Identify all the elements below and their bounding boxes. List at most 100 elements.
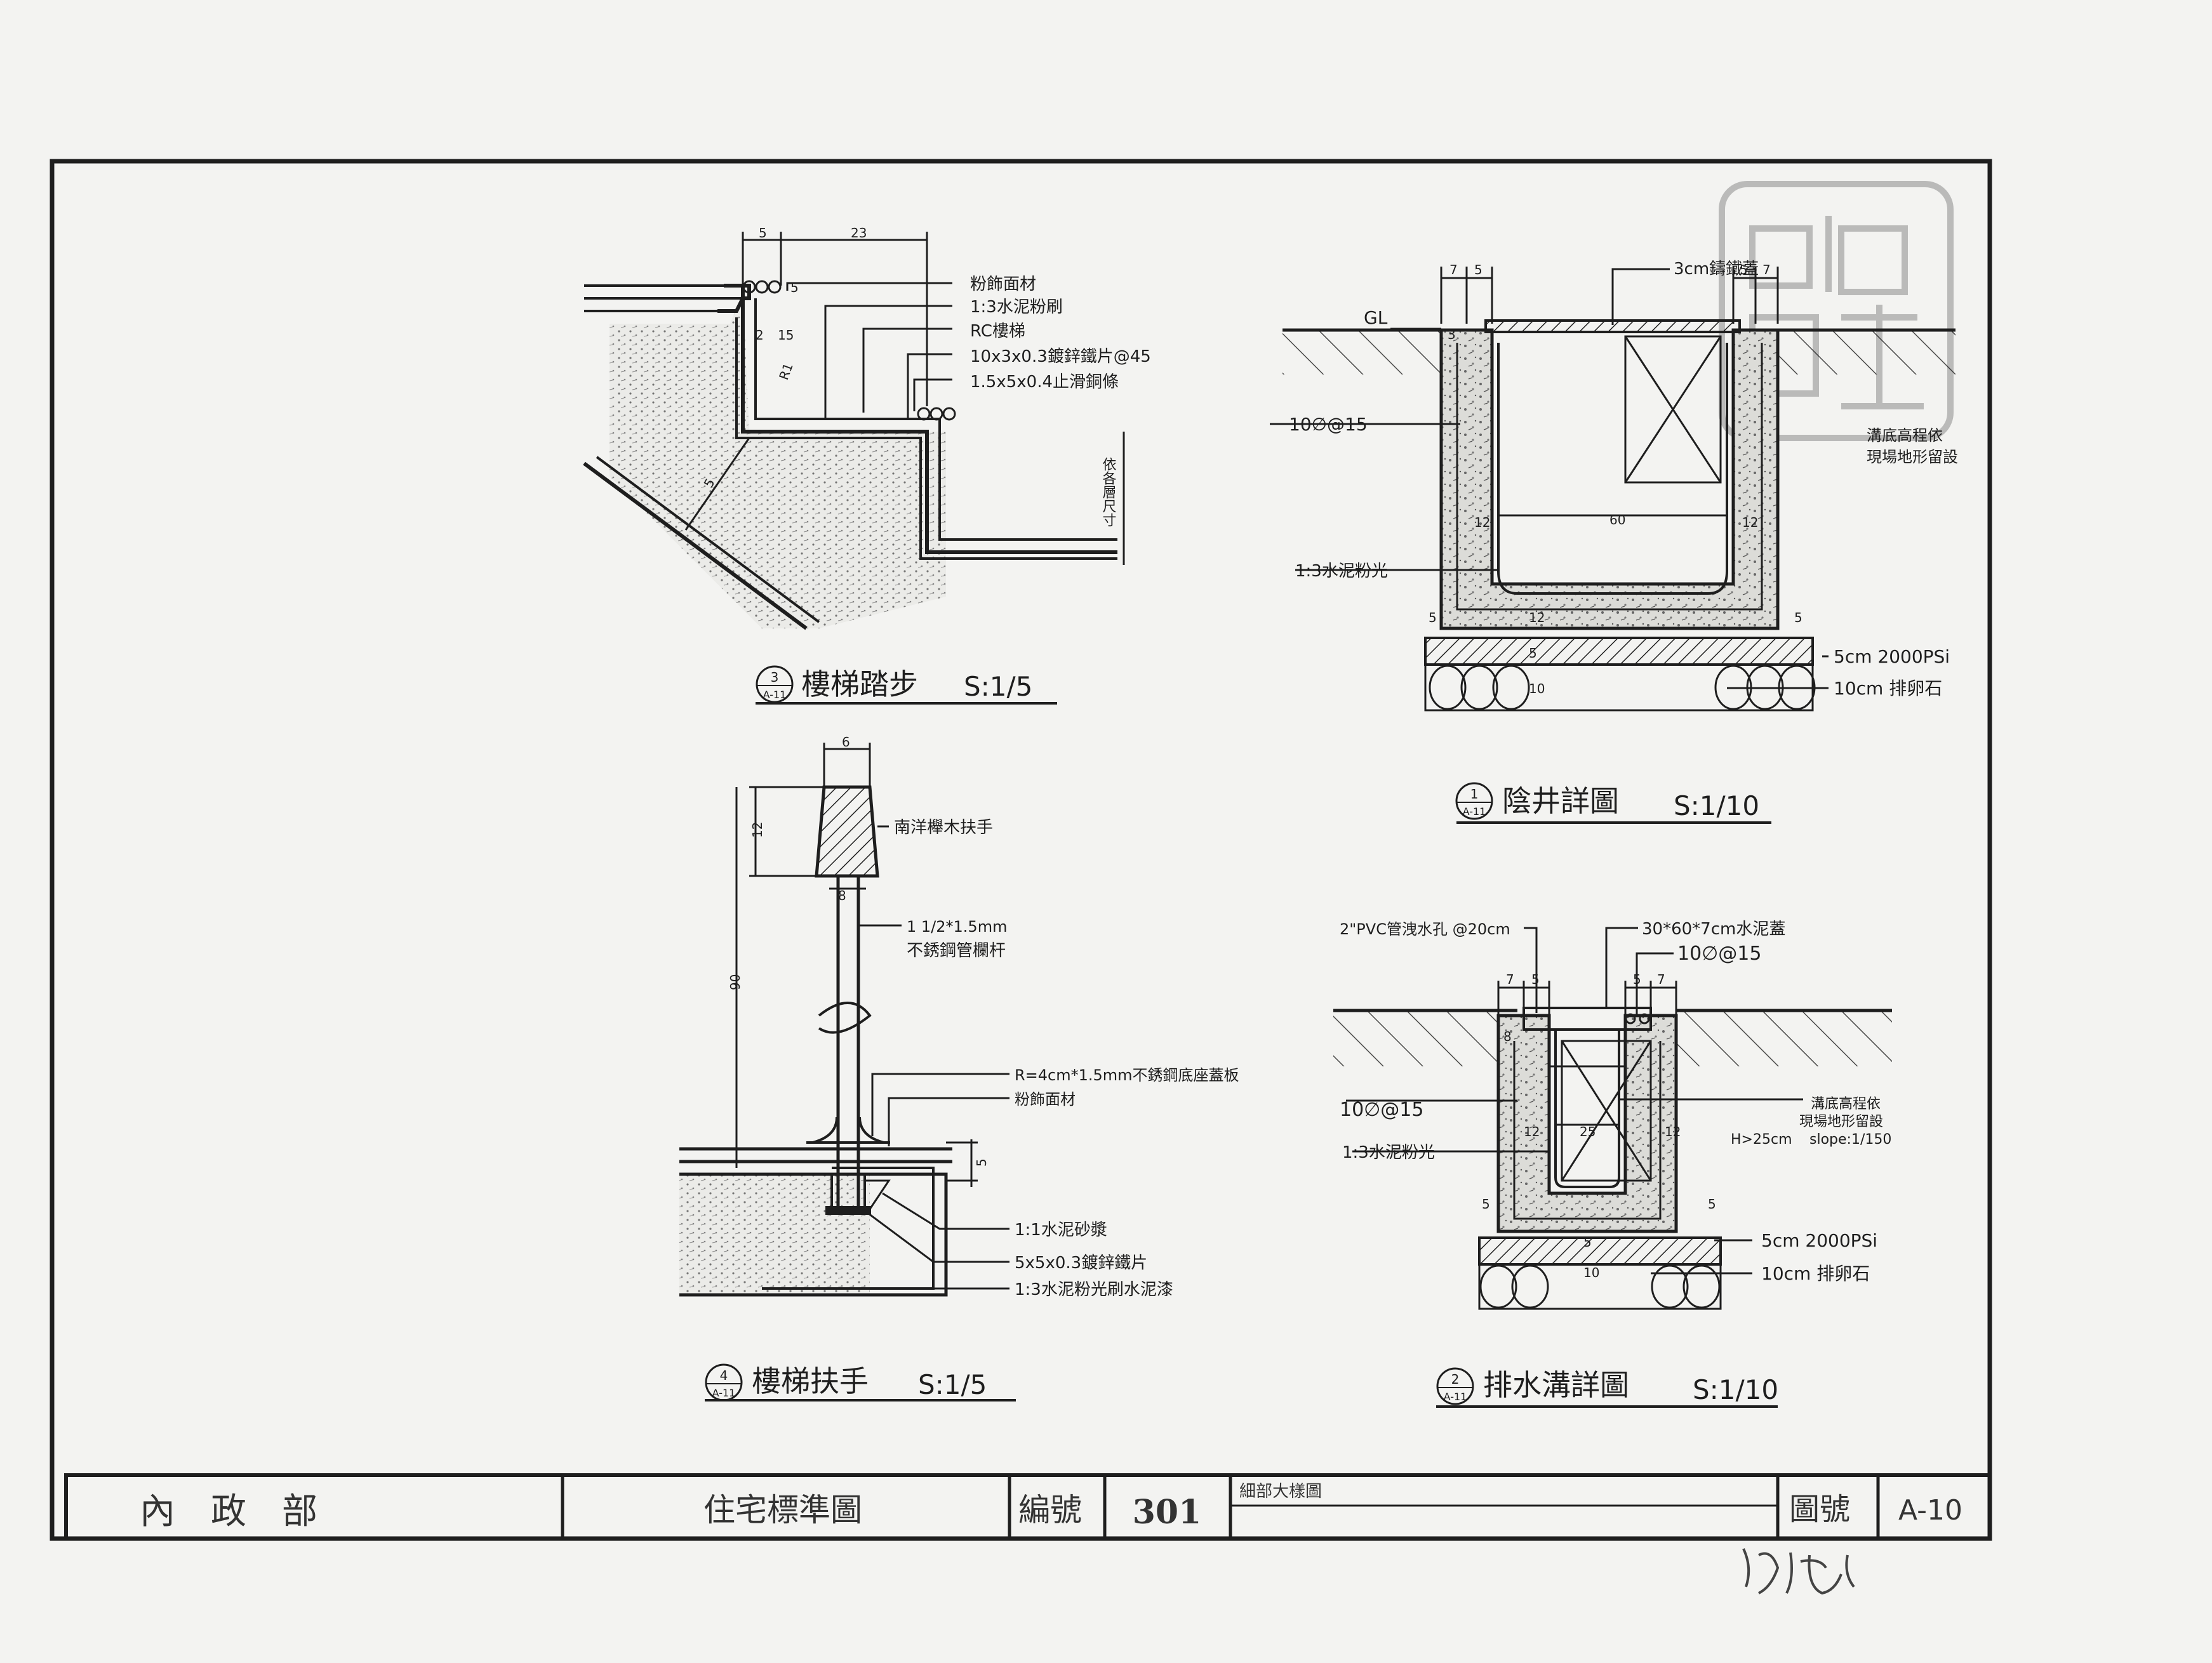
- manhole-dim: 5: [1529, 646, 1537, 661]
- stair-ref-sheet: A-11: [763, 689, 787, 701]
- drain-walls: [1496, 1014, 1678, 1233]
- manhole-detail: 7 5 5 7 3 60 12 12 5 5 12 5 10 3cm鑄鐵蓋 GL…: [1270, 260, 1958, 824]
- drain-title: 排水溝詳圖: [1483, 1368, 1629, 1402]
- manhole-title: 陰井詳圖: [1502, 784, 1619, 818]
- handrail-label: 南洋櫸木扶手: [894, 818, 993, 837]
- drain-dim: 5: [1708, 1196, 1716, 1212]
- manhole-label: 現場地形留設: [1867, 448, 1958, 466]
- drain-dim: 8: [1503, 1029, 1512, 1044]
- handrail-title: 樓梯扶手: [752, 1364, 869, 1398]
- drain-dim: 7: [1657, 972, 1665, 987]
- drain-gravel: [1478, 1263, 1722, 1310]
- drain-base-concrete: [1478, 1236, 1722, 1266]
- wood-handrail: [815, 785, 879, 878]
- stair-dim: 23: [851, 225, 867, 241]
- signature: [1742, 1548, 1855, 1595]
- manhole-dim: 10: [1529, 681, 1545, 696]
- approval-stamp: [1719, 181, 1954, 441]
- manhole-dim: 5: [1794, 610, 1802, 625]
- manhole-label: 1:3水泥粉光: [1295, 562, 1388, 581]
- drain-dim: 5: [1531, 972, 1540, 987]
- drain-label: 現場地形留設: [1799, 1114, 1883, 1130]
- handrail-dim: 6: [842, 734, 850, 750]
- stair-dim: 15: [778, 328, 794, 343]
- stair-label: 10x3x0.3鍍鋅鐵片@45: [970, 347, 1151, 366]
- manhole-label: 10∅@15: [1289, 414, 1368, 435]
- manhole-dim: 60: [1609, 512, 1625, 527]
- manhole-dim: 7: [1762, 262, 1771, 277]
- code-label: 編號: [1018, 1492, 1082, 1528]
- manhole-ref-bubble: [1455, 782, 1493, 820]
- drain-dim: 7: [1506, 972, 1514, 987]
- stair-dim: 5: [759, 225, 767, 241]
- manhole-ref-num: 1: [1470, 786, 1479, 802]
- drain-label: 30*60*7cm水泥蓋: [1642, 920, 1785, 939]
- drain-dim: 5: [1482, 1196, 1490, 1212]
- drain-label: 溝底高程依: [1811, 1096, 1881, 1112]
- drain-ref-num: 2: [1451, 1372, 1460, 1387]
- handrail-dim: 5: [974, 1158, 989, 1167]
- org-name: 內 政 部: [140, 1491, 317, 1532]
- manhole-dim: 5: [1474, 262, 1482, 277]
- drain-dim: 5: [1583, 1235, 1592, 1250]
- handrail-label: R=4cm*1.5mm不銹鋼底座蓋板: [1015, 1066, 1239, 1084]
- drain-dim: 25: [1580, 1124, 1596, 1139]
- drain-label: 10∅@15: [1340, 1099, 1423, 1121]
- handrail-ref-sheet: A-11: [712, 1387, 736, 1399]
- handrail-detail: 6 12 8 90 5 南洋櫸木扶手 1 1/2*1.5mm 不銹鋼管欄杆 R=…: [679, 734, 1239, 1401]
- drain-label: 10∅@15: [1677, 943, 1761, 965]
- manhole-label: 5cm 2000PSi: [1834, 646, 1950, 667]
- drain-label: 5cm 2000PSi: [1761, 1230, 1877, 1251]
- manhole-base-concrete: [1424, 637, 1814, 666]
- drain-label: slope:1/150: [1809, 1132, 1891, 1148]
- stair-title: 樓梯踏步: [801, 667, 918, 701]
- stair-side-label: 依各層尺寸: [1100, 457, 1117, 527]
- manhole-dim: 5: [1740, 262, 1748, 277]
- manhole-dim: 3: [1448, 327, 1456, 342]
- drain-dim: 10: [1583, 1265, 1599, 1280]
- stair-scale: S:1/5: [964, 671, 1032, 702]
- manhole-label: 3cm鑄鐵蓋: [1674, 260, 1759, 279]
- stair-label: 粉飾面材: [970, 275, 1036, 294]
- drain-cover: [1522, 1007, 1652, 1031]
- handrail-label: 不銹鋼管欄杆: [907, 941, 1006, 960]
- stair-label: RC樓梯: [970, 322, 1025, 341]
- stair-label: 1:3水泥粉刷: [970, 298, 1063, 317]
- handrail-dim: 12: [750, 822, 765, 838]
- handrail-label: 1:1水泥砂漿: [1015, 1221, 1107, 1240]
- drain-dim: 12: [1665, 1124, 1681, 1139]
- nosing-strip: [742, 280, 956, 421]
- drain-label: 1:3水泥粉光: [1342, 1143, 1435, 1162]
- project-name: 住宅標準圖: [703, 1492, 862, 1528]
- stair-step-detail: 5 23 5 2 15 R1 5 粉飾面材 1:3水泥粉刷 RC樓梯 10x3x…: [583, 225, 1151, 705]
- handrail-label: 粉飾面材: [1015, 1090, 1076, 1108]
- stair-dim: 2: [756, 328, 764, 343]
- handrail-label: 1 1/2*1.5mm: [907, 918, 1007, 936]
- drain-scale: S:1/10: [1693, 1374, 1778, 1405]
- manhole-scale: S:1/10: [1674, 790, 1759, 821]
- manhole-dim: 7: [1449, 262, 1458, 277]
- drain-ref-sheet: A-11: [1444, 1391, 1467, 1403]
- sheet-label: 圖號: [1789, 1492, 1850, 1527]
- manhole-dim: 12: [1742, 515, 1758, 530]
- title-block: 內 政 部 住宅標準圖 編號 301 細部大樣圖 圖號 A-10: [64, 1473, 1992, 1540]
- drain-ref-bubble: [1436, 1367, 1474, 1405]
- handrail-scale: S:1/5: [918, 1369, 987, 1400]
- manhole-dim: 12: [1474, 515, 1490, 530]
- manhole-label: 10cm 排卵石: [1834, 678, 1942, 699]
- stair-ref-num: 3: [771, 670, 779, 685]
- stair-dim: R1: [776, 361, 796, 381]
- manhole-dim: 12: [1529, 610, 1545, 625]
- drain-dim: 12: [1524, 1124, 1540, 1139]
- drain-label: 2"PVC管洩水孔 @20cm: [1340, 920, 1510, 938]
- stair-label: 1.5x5x0.4止滑銅條: [970, 373, 1119, 392]
- drain-detail: 7 5 5 7 8 12 25 12 5 5 5 10 2"PVC管洩水孔 @2…: [1333, 920, 1892, 1408]
- drawing-name: 細部大樣圖: [1239, 1482, 1322, 1501]
- manhole-label: GL: [1364, 307, 1388, 328]
- manhole-dim: 5: [1429, 610, 1437, 625]
- manhole-label: 溝底高程依: [1867, 427, 1943, 444]
- drain-label: 10cm 排卵石: [1761, 1263, 1870, 1284]
- handrail-dim: 8: [838, 888, 846, 903]
- handrail-ref-num: 4: [720, 1368, 728, 1383]
